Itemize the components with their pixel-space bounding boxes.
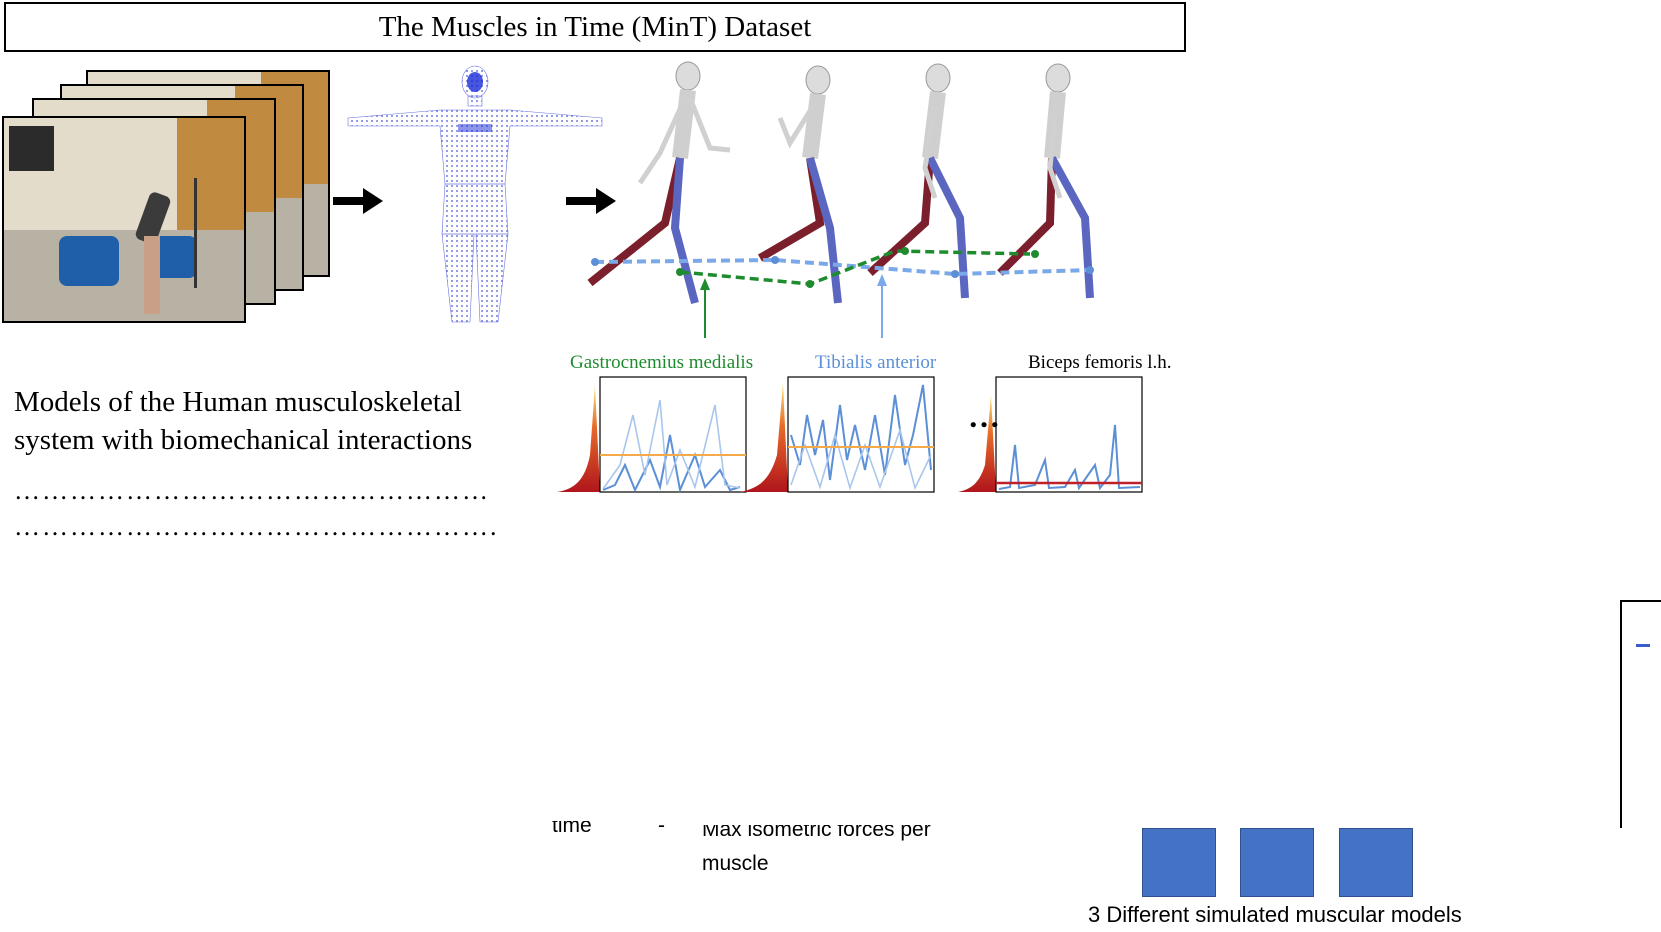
body-mesh-avatar [347,65,603,323]
video-frame-front [2,116,246,323]
models-text-line1: Models of the Human musculoskeletal [14,386,462,418]
label-tibialis-anterior: Tibialis anterior [815,352,937,373]
activation-plot-biceps [958,376,1143,493]
activation-plot-gastrocnemius [557,376,747,494]
skeleton [867,63,969,299]
skeleton-gait-sequence [587,61,1094,338]
activation-plot-tibialis [740,376,935,493]
skeleton [997,63,1094,299]
models-description: Models of the Human musculoskeletal syst… [14,383,544,459]
ellipsis-icon: … [968,398,1000,434]
models-text-line2: system with biomechanical interactions [14,424,473,456]
label-gastrocnemius-medialis: Gastrocnemius medialis [570,352,754,373]
dataset-title: The Muscles in Time (MinT) Dataset [378,10,812,43]
model-square [1142,828,1216,897]
skeleton [757,65,842,304]
models-caption: 3 Different simulated muscular models [1088,902,1462,927]
right-arrow-icon [566,188,616,214]
right-arrow-icon [333,188,383,214]
dotted-line: …………………………………………… [14,476,490,505]
model-square [1240,828,1314,897]
cut-text-bullet: - [658,814,665,837]
dataset-title-box: The Muscles in Time (MinT) Dataset [4,2,1186,52]
muscle-activation-plots [557,376,1143,494]
cut-text-time: time [552,814,592,837]
skeleton [587,61,731,305]
video-frame-stack [0,70,340,330]
dotted-line: ……………………………………………. [14,512,499,541]
model-square [1339,828,1413,897]
cropped-panel-fragment [1620,600,1661,830]
label-biceps-femoris: Biceps femoris l.h. [1028,352,1172,373]
cut-text-max-force: Max isometric forces per [702,818,931,841]
cut-text-muscle: muscle [702,852,769,875]
